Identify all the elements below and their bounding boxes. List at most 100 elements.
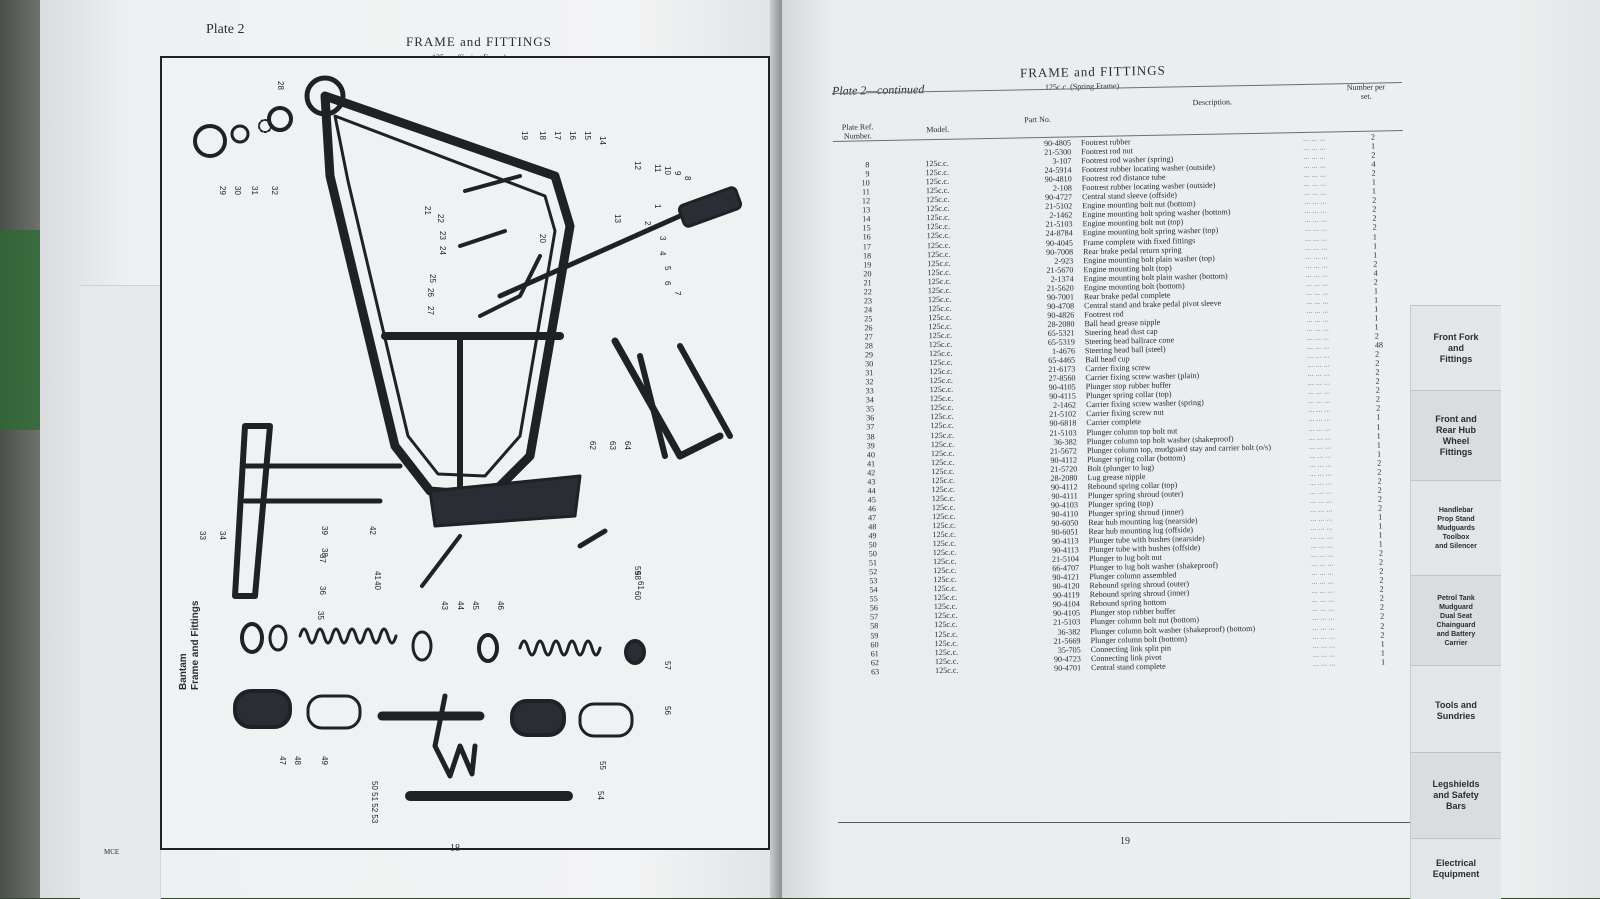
cell-num: 1 xyxy=(1381,648,1385,657)
leader-dots: ... ... ... xyxy=(1308,378,1330,387)
cell-ref: 12 xyxy=(850,197,870,206)
leader-dots: ... ... ... xyxy=(1311,532,1333,541)
cell-num: 2 xyxy=(1380,594,1384,603)
cell-num: 2 xyxy=(1376,404,1380,413)
exploded-parts-diagram: 1234567891011121314151617181920212223242… xyxy=(160,56,766,846)
cell-model: 125c.c. xyxy=(927,267,951,276)
cell-model: 125c.c. xyxy=(934,638,958,647)
section-tab[interactable]: Petrol Tank Mudguard Dual Seat Chainguar… xyxy=(1410,575,1501,666)
section-tab[interactable]: Electrical Equipment xyxy=(1410,838,1501,899)
cell-model: 125c.c. xyxy=(933,584,957,593)
cell-ref: 19 xyxy=(851,260,871,269)
leader-dots: ... ... ... xyxy=(1307,351,1329,360)
part-shroud-inner xyxy=(308,696,360,728)
callout-number: 23 xyxy=(438,231,447,240)
col-header-description: Description. xyxy=(1172,97,1252,108)
cell-num: 1 xyxy=(1378,522,1382,531)
cell-num: 1 xyxy=(1377,431,1381,440)
cell-model: 125c.c. xyxy=(926,186,950,195)
section-tab[interactable]: Tools and Sundries xyxy=(1410,665,1501,756)
leader-dots: ... ... ... xyxy=(1309,468,1331,477)
cell-ref: 30 xyxy=(853,359,873,368)
cell-ref: 18 xyxy=(851,251,871,260)
cell-ref: 58 xyxy=(858,622,878,631)
cell-num: 1 xyxy=(1379,531,1383,540)
callout-number: 33 xyxy=(198,531,207,540)
leader-dots: ... ... ... xyxy=(1313,640,1335,649)
cell-model: 125c.c. xyxy=(932,512,956,521)
callout-number: 63 xyxy=(608,441,617,450)
leader-dots: ... ... ... xyxy=(1311,559,1333,568)
cell-ref: 32 xyxy=(853,377,873,386)
leader-dots: ... ... ... xyxy=(1310,495,1332,504)
leader-dots: ... ... ... xyxy=(1304,188,1326,197)
cell-model: 125c.c. xyxy=(925,168,949,177)
part-ball-cup xyxy=(269,108,291,130)
callout-number: 28 xyxy=(276,81,285,90)
cell-model: 125c.c. xyxy=(927,258,951,267)
cell-part: 90-4701 xyxy=(1029,663,1081,673)
cell-model: 125c.c. xyxy=(926,195,950,204)
cell-num: 4 xyxy=(1371,160,1375,169)
callout-number: 7 xyxy=(673,291,682,296)
callout-number: 59 xyxy=(633,566,642,575)
section-tab[interactable]: Handlebar Prop Stand Mudguards Toolbox a… xyxy=(1410,480,1501,576)
cell-num: 2 xyxy=(1377,476,1381,485)
cell-ref: 50 xyxy=(857,549,877,558)
leader-dots: ... ... ... xyxy=(1308,387,1330,396)
cell-model: 125c.c. xyxy=(928,276,952,285)
leader-dots: ... ... ... xyxy=(1309,459,1331,468)
cell-num: 1 xyxy=(1381,639,1385,648)
leader-dots: ... ... ... xyxy=(1304,179,1326,188)
leader-dots: ... ... ... xyxy=(1305,269,1327,278)
cell-model: 125c.c. xyxy=(930,403,954,412)
cell-num: 1 xyxy=(1374,304,1378,313)
part-central-stand xyxy=(615,341,720,456)
cell-ref: 22 xyxy=(852,287,872,296)
cell-model: 125c.c. xyxy=(929,367,953,376)
cell-model: 125c.c. xyxy=(931,439,955,448)
leader-dots: ... ... ... xyxy=(1312,622,1334,631)
callout-number: 42 xyxy=(368,526,377,535)
cell-num: 1 xyxy=(1378,512,1382,521)
leader-dots: ... ... ... xyxy=(1305,224,1327,233)
cell-model: 125c.c. xyxy=(929,349,953,358)
cell-ref: 29 xyxy=(853,350,873,359)
cell-model: 125c.c. xyxy=(931,457,955,466)
leader-dots: ... ... ... xyxy=(1308,414,1330,423)
section-tab[interactable]: Legshields and Safety Bars xyxy=(1410,752,1501,838)
section-tab[interactable]: Front Fork and Fittings xyxy=(1410,305,1501,391)
cell-ref: 55 xyxy=(858,595,878,604)
cell-num: 2 xyxy=(1375,332,1379,341)
footer-rule xyxy=(838,822,1423,823)
leader-dots: ... ... ... xyxy=(1312,586,1334,595)
cell-model: 125c.c. xyxy=(929,358,953,367)
section-tab[interactable]: Front and Rear Hub Wheel Fittings xyxy=(1410,390,1501,481)
cell-ref: 14 xyxy=(850,215,870,224)
cell-num: 2 xyxy=(1375,359,1379,368)
cell-desc: Central stand complete xyxy=(1091,661,1166,671)
leader-dots: ... ... ... xyxy=(1308,396,1330,405)
leader-dots: ... ... ... xyxy=(1309,441,1331,450)
cell-model: 125c.c. xyxy=(929,376,953,385)
callout-number: 19 xyxy=(520,131,529,140)
callout-number: 32 xyxy=(270,186,279,195)
callout-number: 56 xyxy=(663,706,672,715)
part-rebound-spring xyxy=(520,641,600,655)
cell-ref: 23 xyxy=(852,296,872,305)
cell-num: 1 xyxy=(1374,286,1378,295)
cell-ref: 10 xyxy=(850,178,870,187)
cell-ref: 33 xyxy=(854,387,874,396)
cell-model: 125c.c. xyxy=(927,240,951,249)
right-page-title: FRAME and FITTINGS xyxy=(1020,63,1166,82)
cell-num: 2 xyxy=(1372,169,1376,178)
cell-model: 125c.c. xyxy=(932,503,956,512)
part-ballrace-cone xyxy=(232,126,248,142)
cell-num: 1 xyxy=(1376,413,1380,422)
cell-num: 2 xyxy=(1373,259,1377,268)
leader-dots: ... ... ... xyxy=(1303,152,1325,161)
cell-num: 2 xyxy=(1380,621,1384,630)
cell-num: 1 xyxy=(1377,449,1381,458)
cell-ref: 20 xyxy=(851,269,871,278)
leader-dots: ... ... ... xyxy=(1303,161,1325,170)
